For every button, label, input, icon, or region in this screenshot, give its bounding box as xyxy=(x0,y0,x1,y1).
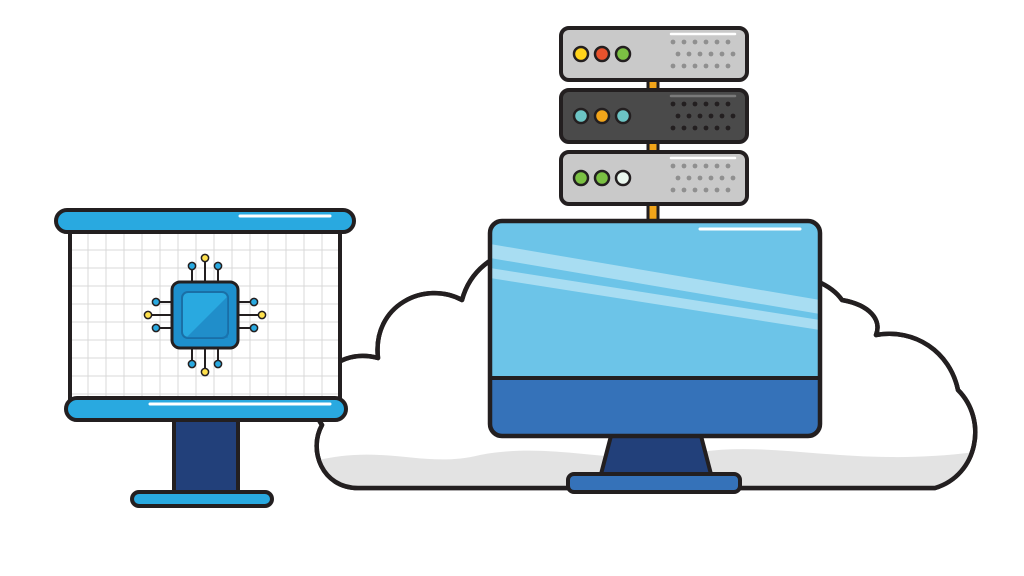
server-vent-dot xyxy=(714,39,720,45)
server-vent-dot xyxy=(692,125,698,131)
server-vent-dot xyxy=(681,125,687,131)
chip-pin xyxy=(238,310,267,320)
chip-pin xyxy=(151,323,172,333)
server-vent-dot xyxy=(703,39,709,45)
server-unit xyxy=(559,150,749,206)
server-status-led xyxy=(614,107,632,125)
server-vent-dot xyxy=(714,101,720,107)
server-chassis xyxy=(559,150,749,206)
chip-pin xyxy=(151,297,172,307)
server-vent-dot xyxy=(686,175,692,181)
board-stand xyxy=(172,416,240,498)
server-chassis xyxy=(559,26,749,82)
monitor-stand xyxy=(598,430,714,480)
chip-pin xyxy=(187,261,197,282)
chip-pin xyxy=(200,253,210,282)
desktop-monitor-icon xyxy=(487,218,823,494)
server-vent-dot xyxy=(714,163,720,169)
server-vent-dot xyxy=(708,113,714,119)
server-status-led xyxy=(614,45,632,63)
server-vent-dot xyxy=(703,187,709,193)
server-status-led xyxy=(593,45,611,63)
server-vent-dot xyxy=(697,51,703,57)
server-vent-dot xyxy=(708,175,714,181)
server-vent-dot xyxy=(686,113,692,119)
server-vent-dot xyxy=(730,175,736,181)
server-status-led xyxy=(572,169,590,187)
server-vent-dot xyxy=(681,187,687,193)
server-vent-dot xyxy=(725,39,731,45)
server-vent-dot xyxy=(725,63,731,69)
server-vent-dot xyxy=(703,125,709,131)
server-vent-dot xyxy=(708,51,714,57)
server-vent-dot xyxy=(675,113,681,119)
chip-pin xyxy=(213,348,223,369)
server-vent-dot xyxy=(703,63,709,69)
server-rack-icon xyxy=(559,26,749,226)
server-vent-dot xyxy=(681,163,687,169)
chip-pin xyxy=(238,297,259,307)
server-vent-dot xyxy=(725,187,731,193)
server-vent-dot xyxy=(719,175,725,181)
server-vent-dot xyxy=(681,101,687,107)
board-foot xyxy=(130,490,274,508)
server-unit xyxy=(559,88,749,144)
server-vent-dot xyxy=(714,63,720,69)
server-unit xyxy=(559,26,749,82)
monitor-chin xyxy=(490,378,820,436)
server-status-led xyxy=(572,107,590,125)
server-vent-dot xyxy=(692,163,698,169)
server-vent-dot xyxy=(714,125,720,131)
chip-pin xyxy=(238,323,259,333)
server-vent-dot xyxy=(692,39,698,45)
microchip-icon xyxy=(143,253,267,377)
server-vent-dot xyxy=(681,39,687,45)
server-status-led xyxy=(572,45,590,63)
server-vent-dot xyxy=(670,125,676,131)
chip-pin xyxy=(187,348,197,369)
server-vent-dot xyxy=(681,63,687,69)
server-vent-dot xyxy=(703,163,709,169)
monitor-base xyxy=(566,472,742,494)
board-bottom-bar xyxy=(64,396,348,422)
server-vent-dot xyxy=(714,187,720,193)
server-vent-dot xyxy=(675,175,681,181)
server-vent-dot xyxy=(725,163,731,169)
server-vent-dot xyxy=(692,101,698,107)
server-vent-dot xyxy=(725,101,731,107)
monitor-screen-glare xyxy=(490,244,820,314)
server-vent-dot xyxy=(675,51,681,57)
server-vent-dot xyxy=(725,125,731,131)
server-vent-dot xyxy=(730,113,736,119)
server-vent-dot xyxy=(670,63,676,69)
chip-pin xyxy=(143,310,172,320)
server-chassis xyxy=(559,88,749,144)
board-top-bar xyxy=(54,208,356,234)
server-status-led xyxy=(593,169,611,187)
server-vent-dot xyxy=(692,187,698,193)
server-vent-dot xyxy=(670,101,676,107)
server-vent-dot xyxy=(670,39,676,45)
monitor-screen-glare-2 xyxy=(490,268,820,330)
presentation-board-icon xyxy=(54,208,356,508)
server-vent-dot xyxy=(670,163,676,169)
server-status-led xyxy=(593,107,611,125)
server-vent-dot xyxy=(697,175,703,181)
chip-pin xyxy=(213,261,223,282)
server-status-led xyxy=(614,169,632,187)
server-vent-dot xyxy=(719,51,725,57)
chip-pin xyxy=(200,348,210,377)
server-vent-dot xyxy=(697,113,703,119)
server-vent-dot xyxy=(686,51,692,57)
server-vent-dot xyxy=(670,187,676,193)
server-vent-dot xyxy=(730,51,736,57)
server-vent-dot xyxy=(703,101,709,107)
server-vent-dot xyxy=(692,63,698,69)
server-vent-dot xyxy=(719,113,725,119)
